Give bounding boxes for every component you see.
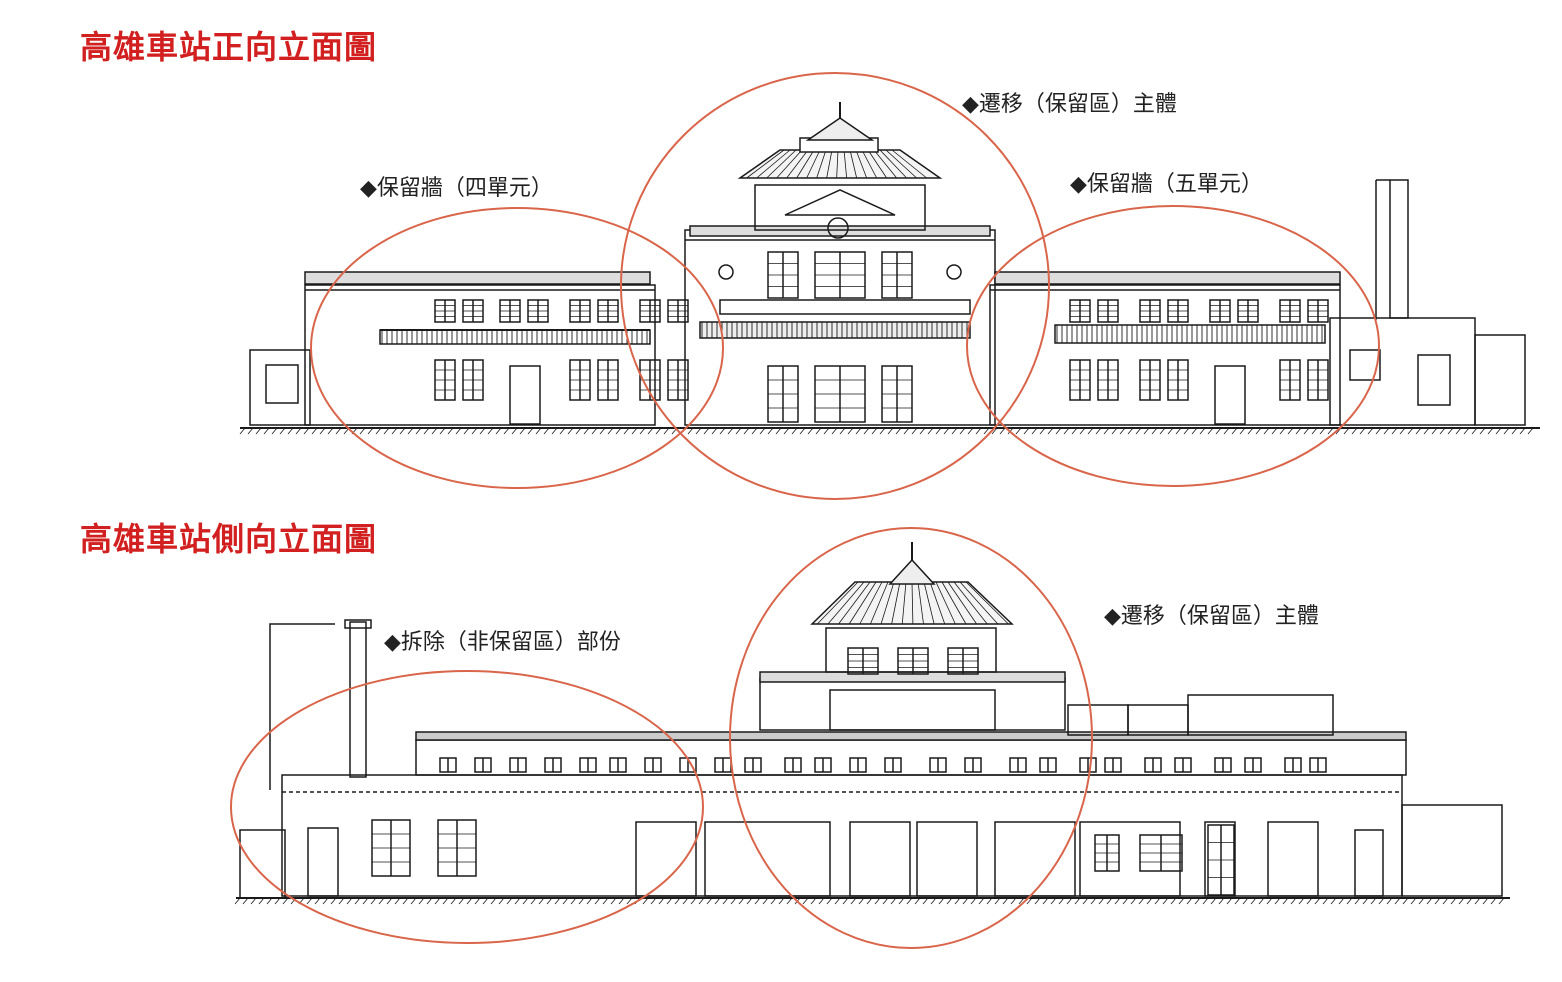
side-relocation-main-label: ◆遷移（保留區）主體 bbox=[1104, 604, 1319, 629]
front-preserved-wall-right-label: ◆保留牆（五單元） bbox=[1070, 172, 1263, 197]
side-elevation-drawing bbox=[234, 542, 1510, 905]
side-demolition-label: ◆拆除（非保留區）部份 bbox=[384, 630, 621, 655]
side-elevation-title: 高雄車站側向立面圖 bbox=[80, 520, 378, 558]
front-elevation-title: 高雄車站正向立面圖 bbox=[80, 28, 378, 66]
highlight-circles bbox=[230, 72, 1380, 949]
front-relocation-main-label: ◆遷移（保留區）主體 bbox=[962, 92, 1177, 117]
front-elevation-drawing bbox=[239, 102, 1540, 435]
front-preserved-wall-left-label: ◆保留牆（四單元） bbox=[360, 176, 553, 201]
